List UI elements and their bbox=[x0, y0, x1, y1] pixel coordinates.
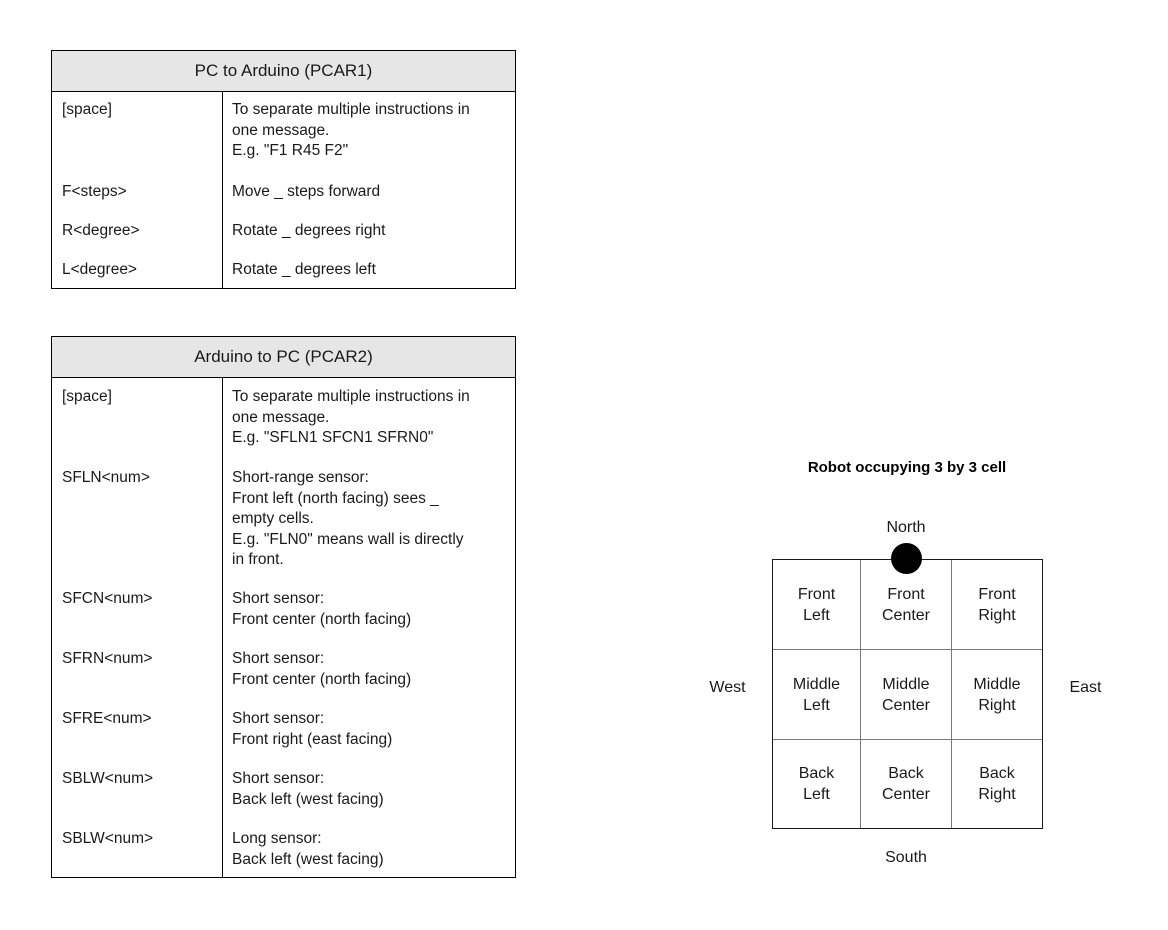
table-title: PC to Arduino (PCAR1) bbox=[52, 51, 515, 92]
cell-back-center: Back Center bbox=[861, 740, 952, 828]
cell-back-left: Back Left bbox=[773, 740, 861, 828]
compass-east-label: East bbox=[1069, 679, 1102, 696]
compass-west-label: West bbox=[709, 679, 746, 696]
command-cell: SFLN<num> bbox=[62, 469, 150, 486]
cell-back-right: Back Right bbox=[978, 765, 1016, 803]
table-body: [space] To separate multiple instruction… bbox=[52, 378, 515, 878]
pcar1-table: PC to Arduino (PCAR1) [space] To separat… bbox=[51, 50, 516, 289]
pcar2-table: Arduino to PC (PCAR2) [space] To separat… bbox=[51, 336, 516, 878]
compass-north-label: North bbox=[886, 519, 926, 536]
command-cell: F<steps> bbox=[62, 183, 127, 200]
cell-middle-center: Middle Center bbox=[861, 650, 952, 740]
description-cell: Move _ steps forward bbox=[232, 183, 381, 200]
command-cell: SFCN<num> bbox=[62, 590, 153, 607]
command-cell: SBLW<num> bbox=[62, 830, 154, 847]
description-cell: Short sensor: Front right (east facing) bbox=[232, 710, 393, 748]
description-cell: Rotate _ degrees left bbox=[232, 261, 376, 278]
column-divider bbox=[222, 92, 223, 289]
column-divider bbox=[222, 378, 223, 878]
description-cell: Short sensor: Front center (north facing… bbox=[232, 590, 412, 628]
cell-middle-left: Middle Left bbox=[773, 650, 861, 740]
table-body: [space] To separate multiple instruction… bbox=[52, 92, 515, 289]
cell-front-center: Front Center bbox=[861, 560, 952, 650]
description-cell: To separate multiple instructions in one… bbox=[232, 388, 470, 446]
description-cell: Short sensor: Back left (west facing) bbox=[232, 770, 384, 808]
description-cell: Short-range sensor: Front left (north fa… bbox=[232, 469, 464, 568]
robot-grid: Front Left Front Center Front Right Midd… bbox=[772, 559, 1043, 829]
description-cell: Rotate _ degrees right bbox=[232, 222, 386, 239]
command-cell: [space] bbox=[62, 388, 112, 405]
description-cell: Long sensor: Back left (west facing) bbox=[232, 830, 384, 868]
compass-south-label: South bbox=[885, 849, 927, 866]
command-cell: R<degree> bbox=[62, 222, 140, 239]
description-cell: To separate multiple instructions in one… bbox=[232, 101, 470, 159]
command-cell: SFRN<num> bbox=[62, 650, 153, 667]
diagram-title: Robot occupying 3 by 3 cell bbox=[807, 459, 1007, 476]
description-cell: Short sensor: Front center (north facing… bbox=[232, 650, 412, 688]
cell-middle-right: Middle Right bbox=[952, 650, 1042, 740]
heading-marker-icon bbox=[891, 543, 922, 574]
command-cell: SBLW<num> bbox=[62, 770, 154, 787]
command-cell: L<degree> bbox=[62, 261, 137, 278]
command-cell: SFRE<num> bbox=[62, 710, 152, 727]
command-cell: [space] bbox=[62, 101, 112, 118]
cell-front-left: Front Left bbox=[773, 560, 861, 650]
table-title: Arduino to PC (PCAR2) bbox=[52, 337, 515, 378]
cell-front-right: Front Right bbox=[952, 560, 1042, 650]
